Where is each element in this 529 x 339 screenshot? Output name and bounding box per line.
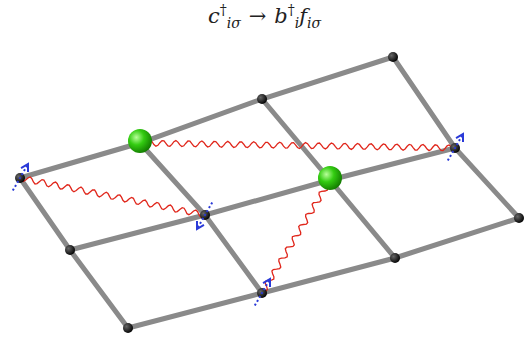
bond-line xyxy=(70,148,455,250)
formula-part: f xyxy=(299,4,307,28)
bond-line xyxy=(20,178,128,328)
bond-line xyxy=(393,57,519,218)
holon-ball xyxy=(318,166,342,190)
lattice-sites xyxy=(15,52,524,333)
holon-ball xyxy=(128,129,152,153)
site-dot xyxy=(390,253,400,263)
bond-line xyxy=(140,143,262,293)
formula-part: c xyxy=(208,4,220,28)
spin-head xyxy=(21,164,28,172)
spin-shaft xyxy=(448,134,463,161)
spin-head xyxy=(263,279,270,287)
formula-part: iσ xyxy=(227,15,241,31)
bond-line xyxy=(128,218,519,328)
bond-line xyxy=(262,99,395,258)
formula-part: † xyxy=(288,2,295,18)
formula-part: iσ xyxy=(307,15,321,31)
formula-title: c†iσ→b†ifiσ xyxy=(0,2,529,31)
spin-head xyxy=(197,221,204,229)
bond-line xyxy=(20,57,393,178)
spinon-arrows xyxy=(13,134,463,306)
site-dot xyxy=(257,94,267,104)
holon-spheres xyxy=(128,129,342,190)
formula-part: † xyxy=(220,2,227,18)
string-line xyxy=(140,140,455,151)
spin-shaft xyxy=(255,279,270,306)
site-dot xyxy=(123,323,133,333)
site-dot xyxy=(65,245,75,255)
spin-shaft xyxy=(13,164,28,191)
formula-part: b xyxy=(274,4,287,28)
string-line xyxy=(20,177,205,217)
spin-head xyxy=(456,134,463,142)
string-line xyxy=(260,180,330,292)
site-dot xyxy=(514,213,524,223)
site-dot xyxy=(388,52,398,62)
spin-shaft xyxy=(197,202,212,229)
gauge-strings xyxy=(20,140,455,292)
formula-part: i xyxy=(295,15,299,31)
lattice-bonds xyxy=(20,57,519,328)
formula-part: → xyxy=(249,4,267,28)
